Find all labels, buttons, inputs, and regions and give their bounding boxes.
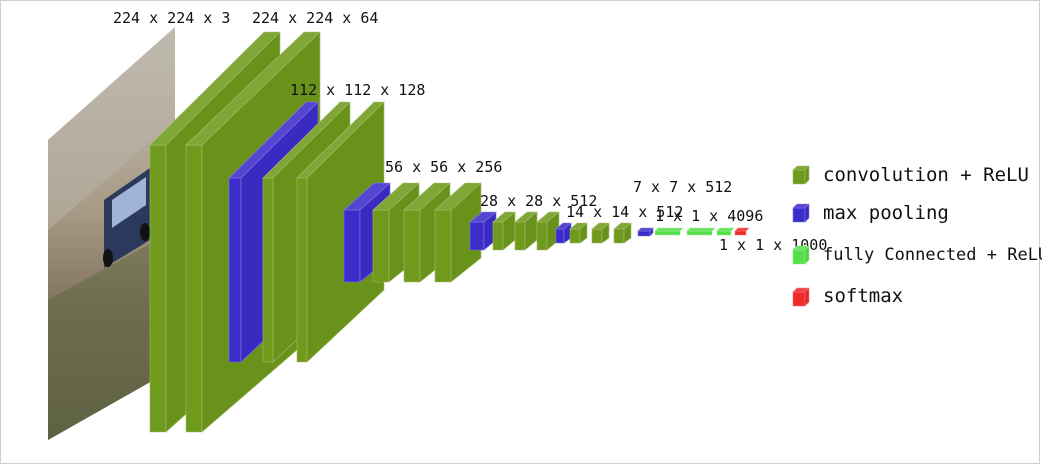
conv-layer	[515, 212, 537, 250]
fc-size-label: 1 x 1 x 4096	[655, 207, 763, 225]
fc-layer	[655, 228, 683, 235]
conv-layer	[570, 223, 587, 243]
softmax-layer	[735, 228, 749, 235]
fc-layer	[717, 228, 734, 235]
output-size-label: 1 x 1 x 1000	[719, 236, 827, 254]
pool5-size-label: 7 x 7 x 512	[633, 178, 732, 196]
conv-block-4	[493, 212, 559, 250]
legend-label-fc: fully Connected + ReLU	[823, 245, 1042, 265]
legend: convolution + ReLU max pooling fully Con…	[793, 164, 1042, 307]
fc-swatch-icon	[793, 250, 805, 264]
conv1-size-label: 224 x 224 x 64	[252, 9, 378, 27]
legend-label-conv: convolution + ReLU	[823, 164, 1029, 186]
fc-layers	[655, 228, 734, 235]
input-size-label: 224 x 224 x 3	[113, 9, 230, 27]
pool-swatch-icon	[793, 208, 805, 222]
legend-label-pool: max pooling	[823, 202, 949, 224]
conv-swatch-icon	[793, 170, 805, 184]
conv-layer	[592, 223, 609, 243]
conv-block-3	[373, 183, 481, 282]
pool-layer-5	[638, 228, 653, 236]
softmax-swatch-icon	[793, 292, 805, 306]
conv3-size-label: 56 x 56 x 256	[385, 158, 502, 176]
conv2-size-label: 112 x 112 x 128	[290, 81, 425, 99]
conv-block-5	[570, 223, 631, 243]
fc-layer	[687, 228, 715, 235]
legend-item-pool: max pooling	[793, 202, 949, 224]
legend-item-conv: convolution + ReLU	[793, 164, 1029, 186]
legend-item-softmax: softmax	[793, 285, 903, 307]
legend-item-fc: fully Connected + ReLU	[793, 245, 1042, 265]
legend-label-softmax: softmax	[823, 285, 903, 307]
conv-layer	[614, 223, 631, 243]
